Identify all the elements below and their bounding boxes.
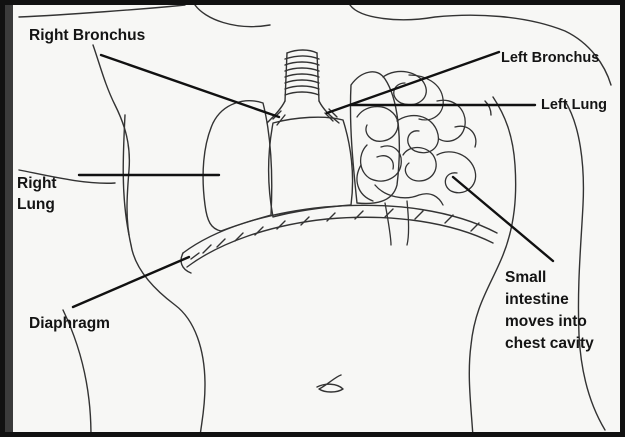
small-intestine bbox=[357, 71, 476, 245]
label-intestine-line3: moves into bbox=[505, 311, 594, 333]
label-intestine-line1: Small bbox=[505, 267, 594, 289]
label-left-bronchus: Left Bronchus bbox=[501, 48, 599, 69]
right-lung-shape bbox=[203, 101, 272, 231]
diaphragm-band bbox=[181, 205, 497, 273]
label-diaphragm: Diaphragm bbox=[29, 313, 110, 334]
label-intestine-line2: intestine bbox=[505, 289, 594, 311]
torso-sketch bbox=[5, 5, 625, 437]
heart-shape bbox=[269, 117, 353, 217]
label-intestine-line4: chest cavity bbox=[505, 333, 594, 355]
leader-intestine bbox=[453, 177, 553, 261]
label-right-lung-line2: Lung bbox=[17, 194, 57, 215]
label-small-intestine: Small intestine moves into chest cavity bbox=[505, 267, 594, 355]
label-right-bronchus: Right Bronchus bbox=[29, 25, 145, 46]
leader-diaphragm bbox=[73, 257, 189, 307]
leader-lines bbox=[73, 52, 553, 307]
label-left-lung: Left Lung bbox=[541, 95, 607, 116]
leader-right-bronchus bbox=[101, 55, 279, 117]
label-right-lung: Right Lung bbox=[17, 173, 57, 215]
label-right-lung-line1: Right bbox=[17, 173, 57, 194]
